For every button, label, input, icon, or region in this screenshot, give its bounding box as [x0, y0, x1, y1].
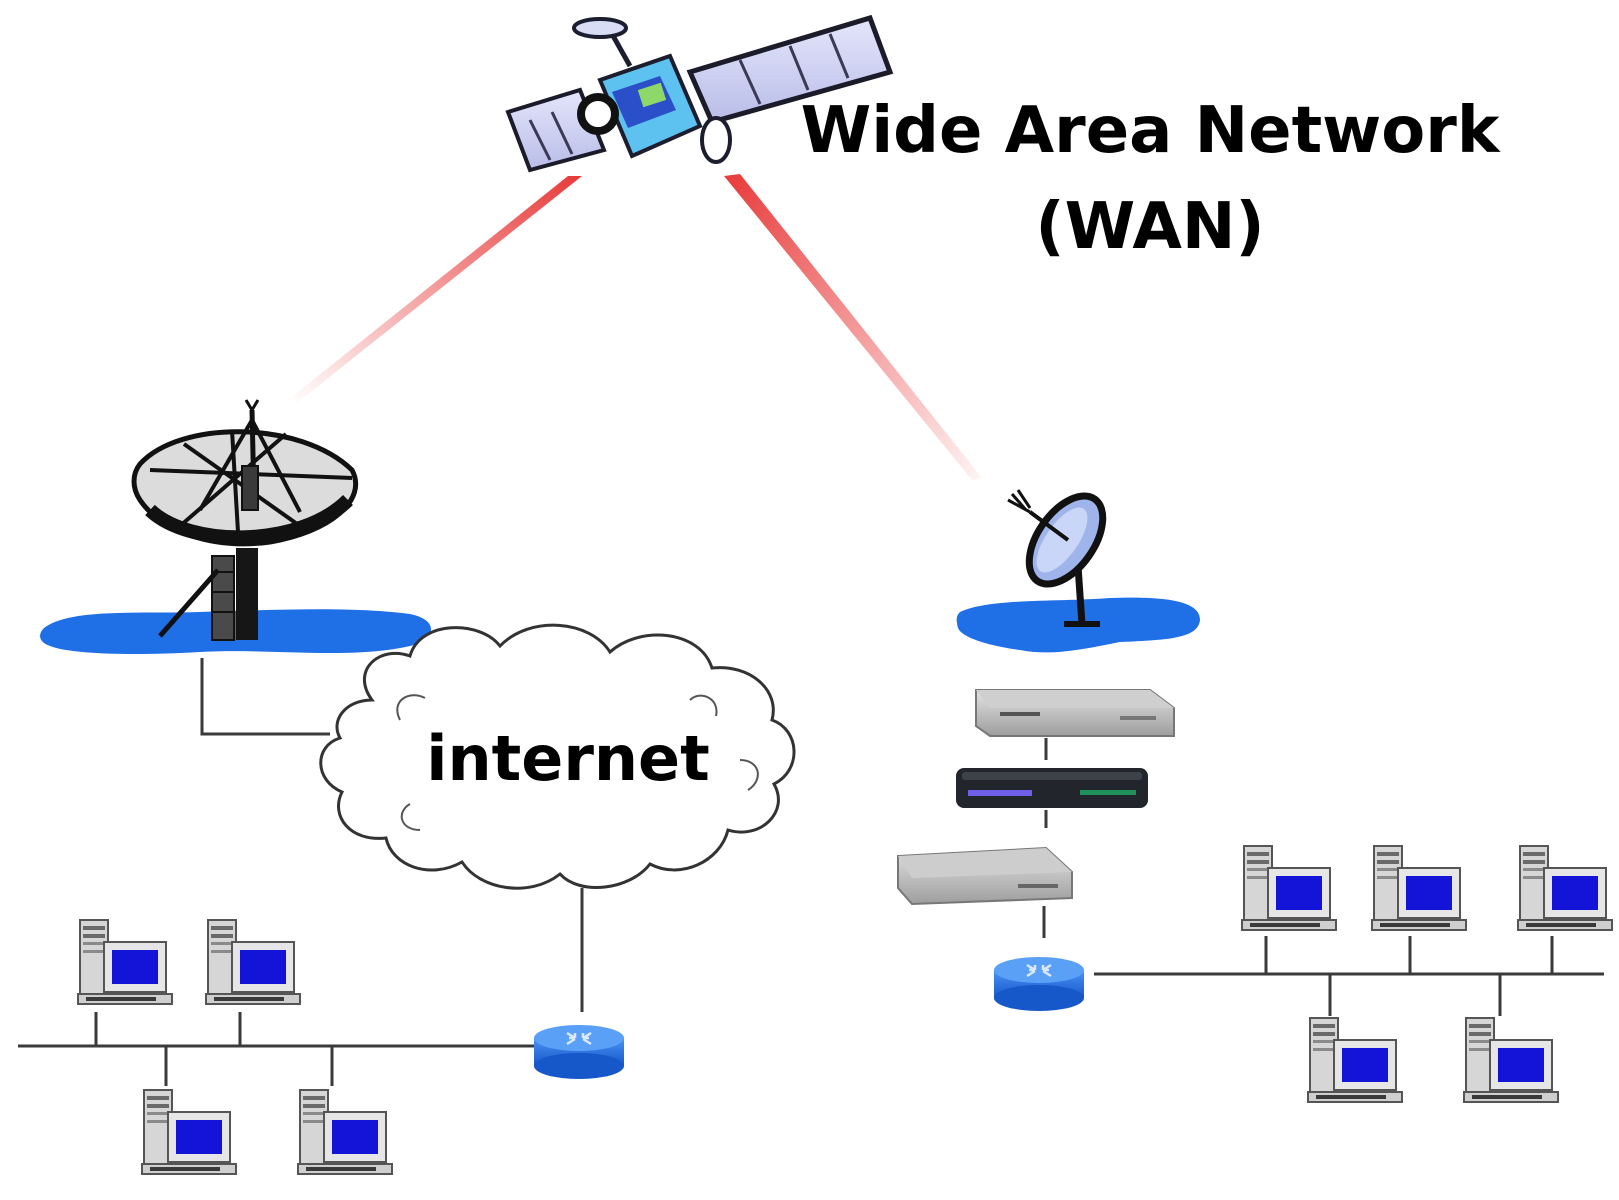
diagram-title: Wide Area Network	[801, 94, 1501, 168]
network-wires	[18, 658, 1604, 1086]
signal-beam-left	[288, 176, 582, 402]
router-icon-left	[532, 1023, 626, 1081]
desktop-computer-icon	[77, 919, 173, 1005]
satellite-dish-large-icon	[40, 399, 432, 654]
desktop-computer-icon	[1463, 1017, 1559, 1103]
signal-beam-right	[724, 174, 982, 480]
modem-icon-bottom	[897, 846, 1073, 906]
desktop-computer-icon	[1517, 845, 1613, 931]
desktop-computer-icon	[1307, 1017, 1403, 1103]
wire-dish-to-cloud	[200, 658, 330, 736]
desktop-computer-icon	[1241, 845, 1337, 931]
satellite-icon	[505, 14, 894, 173]
satellite-dish-small-icon	[956, 489, 1200, 653]
router-icon-right	[992, 955, 1086, 1013]
modem-icon-middle	[956, 768, 1148, 808]
desktop-computer-icon	[297, 1089, 393, 1175]
dish-base-left	[40, 609, 432, 654]
diagram-subtitle: (WAN)	[1035, 190, 1264, 264]
cloud-icon	[319, 623, 796, 890]
desktop-computer-icon	[1371, 845, 1467, 931]
desktop-computer-icon	[141, 1089, 237, 1175]
desktop-computer-icon	[205, 919, 301, 1005]
modem-icon-top	[975, 689, 1175, 737]
cloud-label: internet	[426, 722, 709, 795]
